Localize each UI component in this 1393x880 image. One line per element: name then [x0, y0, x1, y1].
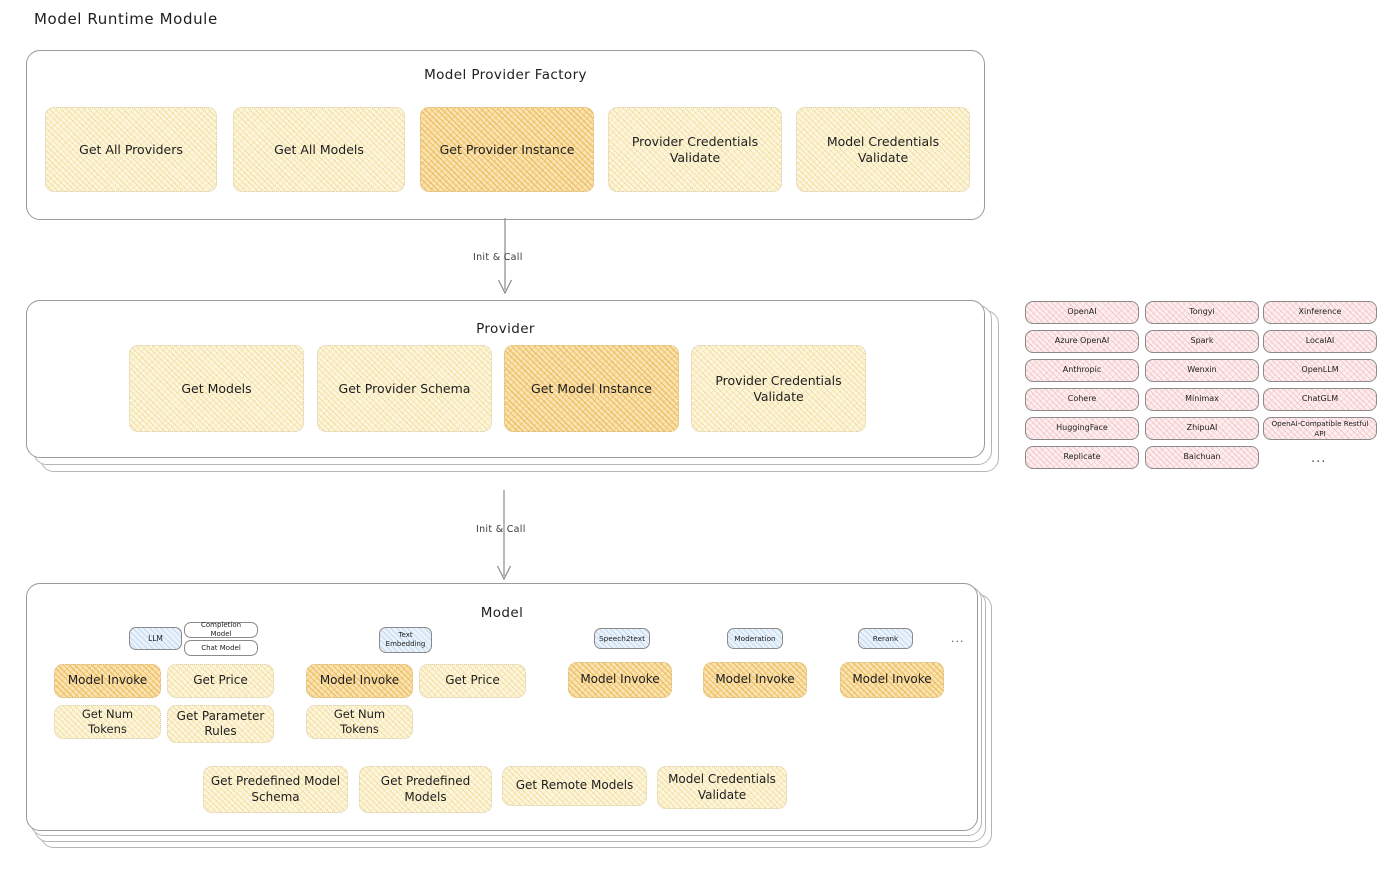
model-op-llm-get-num-tokens[interactable]: Get Num Tokens: [54, 705, 161, 739]
provider-chip-minimax[interactable]: Minimax: [1145, 388, 1259, 411]
model-op-get-predefined-model-schema[interactable]: Get Predefined Model Schema: [203, 766, 348, 813]
provider-chip-openllm[interactable]: OpenLLM: [1263, 359, 1377, 382]
factory-node-get-provider-instance[interactable]: Get Provider Instance: [420, 107, 594, 192]
model-type-badge-rerank[interactable]: Rerank: [858, 628, 913, 649]
model-type-badge-moderation[interactable]: Moderation: [727, 628, 783, 649]
model-op-embedding-get-num-tokens[interactable]: Get Num Tokens: [306, 705, 413, 739]
provider-chip-cohere[interactable]: Cohere: [1025, 388, 1139, 411]
factory-node-model-credentials-validate[interactable]: Model Credentials Validate: [796, 107, 970, 192]
model-op-llm-get-price[interactable]: Get Price: [167, 664, 274, 698]
model-title: Model: [480, 605, 524, 621]
provider-list-more: ...: [1311, 451, 1327, 466]
connector-2-label: Init & Call: [476, 524, 526, 535]
provider-node-get-model-instance[interactable]: Get Model Instance: [504, 345, 679, 432]
provider-title: Provider: [476, 321, 535, 337]
provider-node-provider-credentials-validate[interactable]: Provider Credentials Validate: [691, 345, 866, 432]
provider-chip-xinference[interactable]: Xinference: [1263, 301, 1377, 324]
model-type-badge-speech2text[interactable]: Speech2text: [594, 628, 650, 649]
factory-node-get-all-models[interactable]: Get All Models: [233, 107, 405, 192]
model-types-more: ...: [951, 632, 965, 645]
provider-chip-wenxin[interactable]: Wenxin: [1145, 359, 1259, 382]
provider-chip-azure-openai[interactable]: Azure OpenAI: [1025, 330, 1139, 353]
factory-node-get-all-providers[interactable]: Get All Providers: [45, 107, 217, 192]
provider-chip-tongyi[interactable]: Tongyi: [1145, 301, 1259, 324]
provider-chip-huggingface[interactable]: HuggingFace: [1025, 417, 1139, 440]
model-op-get-predefined-models[interactable]: Get Predefined Models: [359, 766, 492, 813]
provider-chip-localai[interactable]: LocalAI: [1263, 330, 1377, 353]
factory-title: Model Provider Factory: [424, 67, 587, 83]
model-op-rerank-model-invoke[interactable]: Model Invoke: [840, 662, 944, 698]
model-op-llm-get-parameter-rules[interactable]: Get Parameter Rules: [167, 705, 274, 743]
model-type-badge-text-embedding[interactable]: Text Embedding: [379, 627, 432, 653]
provider-node-get-provider-schema[interactable]: Get Provider Schema: [317, 345, 492, 432]
model-op-moderation-model-invoke[interactable]: Model Invoke: [703, 662, 807, 698]
provider-chip-zhipuai[interactable]: ZhipuAI: [1145, 417, 1259, 440]
factory-node-provider-credentials-validate[interactable]: Provider Credentials Validate: [608, 107, 782, 192]
connector-1-label: Init & Call: [473, 252, 523, 263]
model-type-badge-llm[interactable]: LLM: [129, 627, 182, 650]
model-op-embedding-get-price[interactable]: Get Price: [419, 664, 526, 698]
provider-chip-openai-compatible-restful-api[interactable]: OpenAI-Compatible Restful API: [1263, 417, 1377, 440]
connector-factory-to-provider: [497, 218, 513, 295]
model-subchip-chat-model[interactable]: Chat Model: [184, 640, 258, 656]
connector-provider-to-model: [496, 490, 512, 581]
page-title: Model Runtime Module: [34, 10, 218, 28]
provider-chip-openai[interactable]: OpenAI: [1025, 301, 1139, 324]
provider-node-get-models[interactable]: Get Models: [129, 345, 304, 432]
provider-chip-baichuan[interactable]: Baichuan: [1145, 446, 1259, 469]
model-op-embedding-model-invoke[interactable]: Model Invoke: [306, 664, 413, 698]
provider-chip-spark[interactable]: Spark: [1145, 330, 1259, 353]
model-op-get-remote-models[interactable]: Get Remote Models: [502, 766, 647, 806]
model-op-model-credentials-validate[interactable]: Model Credentials Validate: [657, 766, 787, 809]
provider-chip-anthropic[interactable]: Anthropic: [1025, 359, 1139, 382]
provider-chip-chatglm[interactable]: ChatGLM: [1263, 388, 1377, 411]
model-op-speech2text-model-invoke[interactable]: Model Invoke: [568, 662, 672, 698]
model-op-llm-model-invoke[interactable]: Model Invoke: [54, 664, 161, 698]
provider-chip-replicate[interactable]: Replicate: [1025, 446, 1139, 469]
model-subchip-completion-model[interactable]: Completion Model: [184, 621, 258, 638]
